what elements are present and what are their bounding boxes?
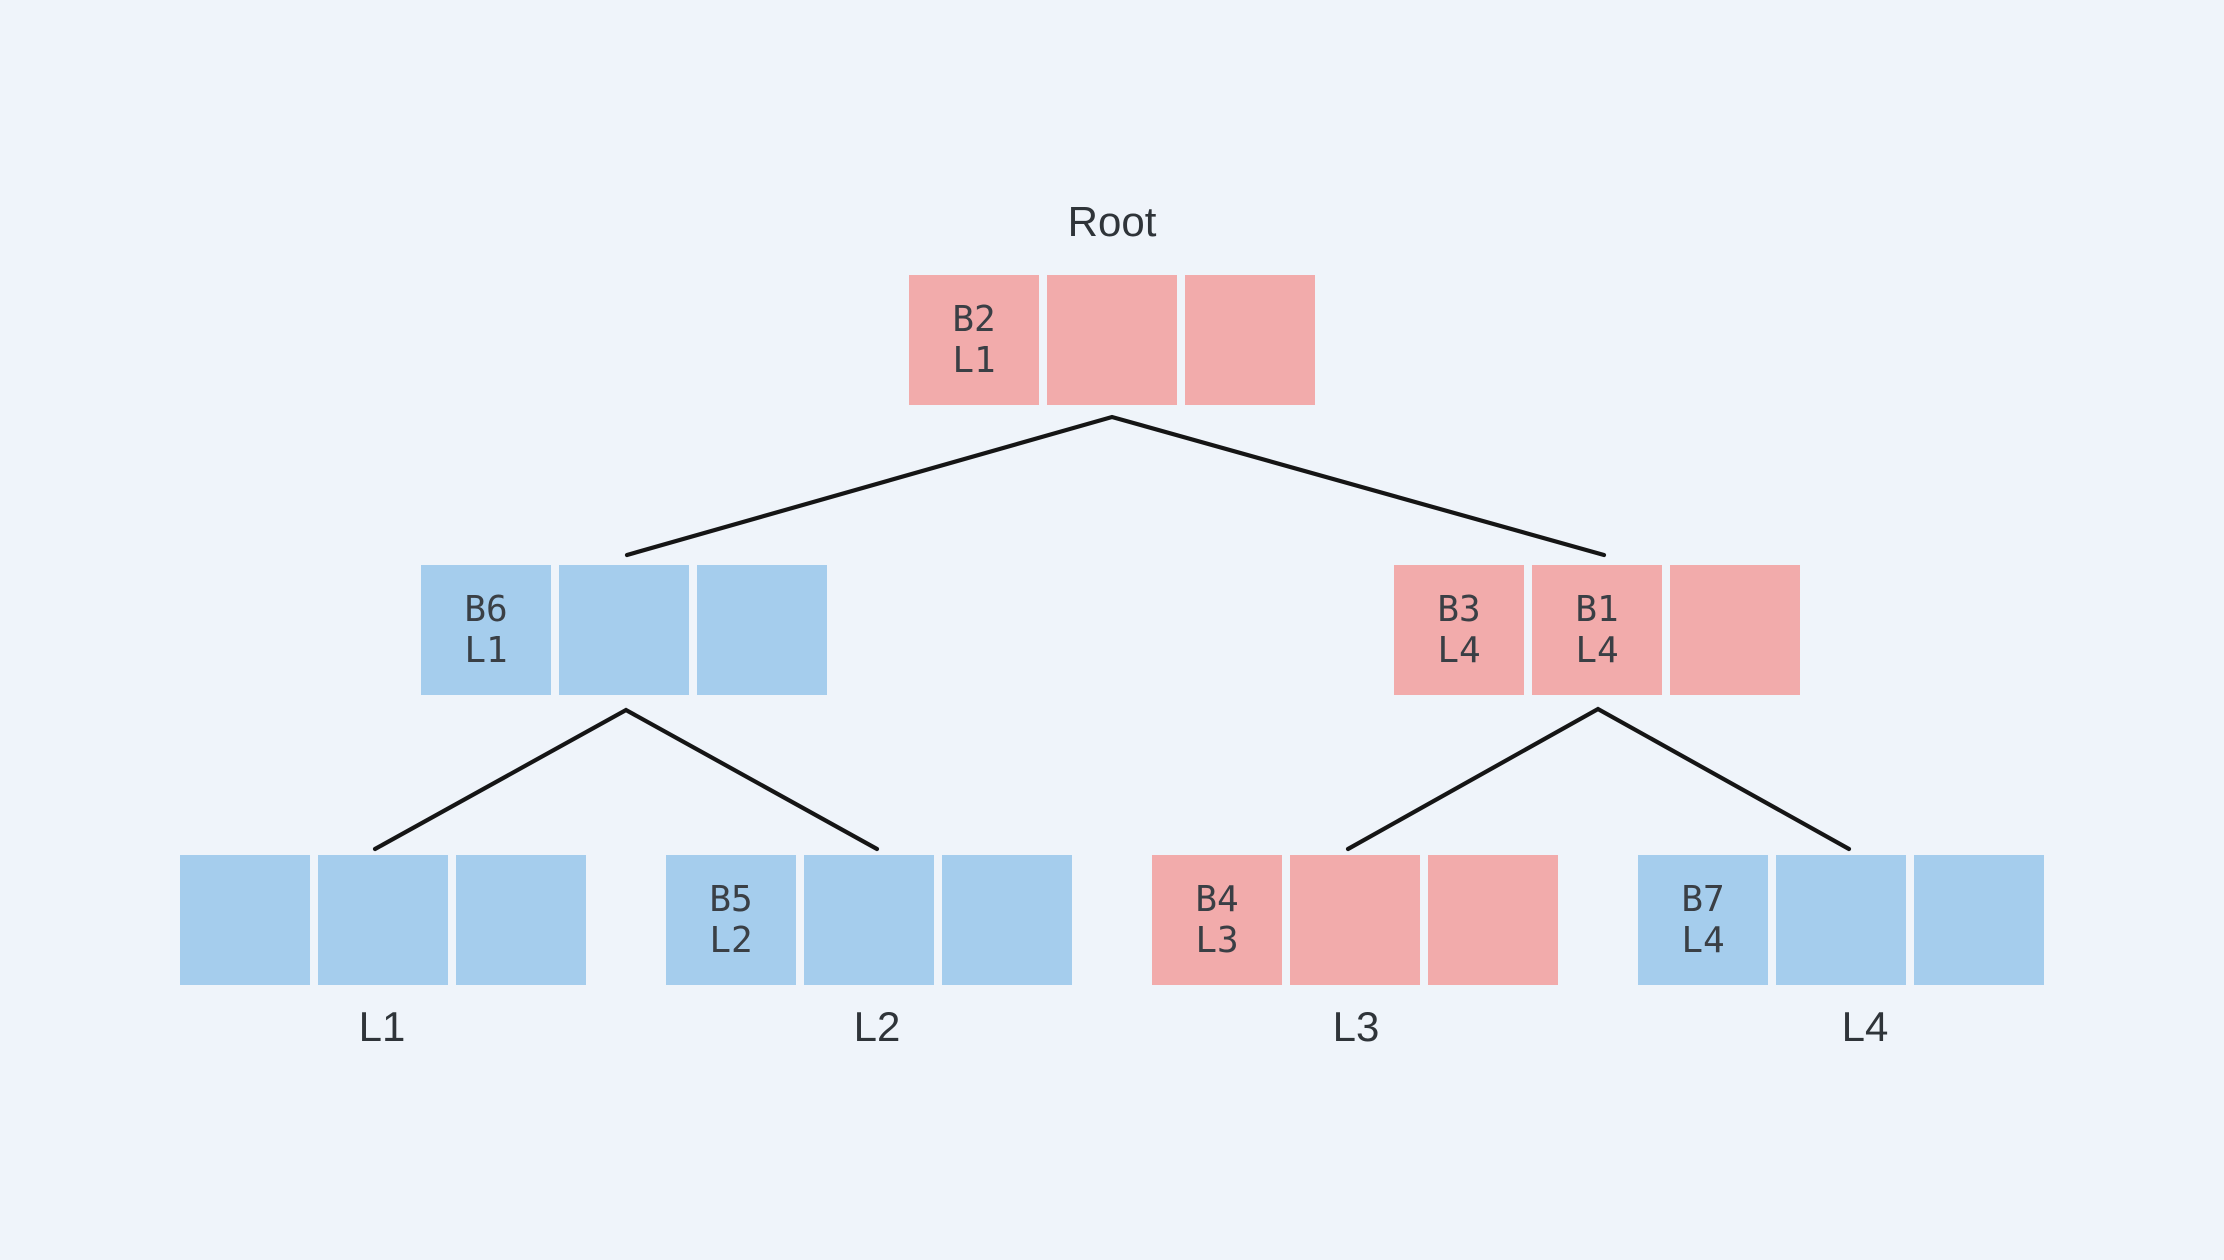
cell-text: B4 — [1195, 879, 1239, 920]
node-root: B2 L1 — [909, 275, 1315, 405]
cell-text: B2 — [952, 299, 996, 340]
node-leaf-1-cell-2 — [318, 855, 448, 985]
node-root-cell-2 — [1047, 275, 1177, 405]
node-internal-left-cell-2 — [559, 565, 689, 695]
node-internal-right-cell-2: B1 L4 — [1532, 565, 1662, 695]
node-leaf-3-cell-3 — [1428, 855, 1558, 985]
node-internal-left-cell-1: B6 L1 — [421, 565, 551, 695]
cell-text: B3 — [1437, 589, 1481, 630]
cell-text: B7 — [1681, 879, 1725, 920]
node-leaf-2-cell-2 — [804, 855, 934, 985]
leaf-1-label: L1 — [358, 1003, 406, 1050]
edge-root-children — [624, 414, 1607, 558]
node-leaf-1-cell-1 — [180, 855, 310, 985]
node-leaf-2: B5 L2 — [666, 855, 1072, 985]
node-leaf-3-cell-1: B4 L3 — [1152, 855, 1282, 985]
cell-text: L4 — [1437, 630, 1481, 671]
leaf-2-label: L2 — [853, 1003, 901, 1050]
cell-text: B5 — [709, 879, 753, 920]
root-label: Root — [1067, 198, 1157, 245]
cell-text: L3 — [1195, 920, 1239, 961]
cell-text: L2 — [709, 920, 753, 961]
node-leaf-4-cell-2 — [1776, 855, 1906, 985]
node-leaf-3: B4 L3 — [1152, 855, 1558, 985]
cell-text: L4 — [1681, 920, 1725, 961]
cell-text: B6 — [464, 589, 508, 630]
cell-text: B1 — [1575, 589, 1619, 630]
node-leaf-4: B7 L4 — [1638, 855, 2044, 985]
edge-internal-left-children — [372, 707, 880, 852]
node-root-cell-3 — [1185, 275, 1315, 405]
cell-text: L1 — [952, 340, 996, 381]
node-leaf-4-cell-3 — [1914, 855, 2044, 985]
node-leaf-1 — [180, 855, 586, 985]
edge-internal-right-children — [1345, 706, 1852, 852]
node-leaf-2-cell-3 — [942, 855, 1072, 985]
node-internal-right-cell-3 — [1670, 565, 1800, 695]
node-internal-right-cell-1: B3 L4 — [1394, 565, 1524, 695]
node-leaf-3-cell-2 — [1290, 855, 1420, 985]
node-leaf-1-cell-3 — [456, 855, 586, 985]
node-root-cell-1: B2 L1 — [909, 275, 1039, 405]
cell-text: L4 — [1575, 630, 1619, 671]
leaf-3-label: L3 — [1332, 1003, 1380, 1050]
node-leaf-2-cell-1: B5 L2 — [666, 855, 796, 985]
node-internal-right: B3 L4 B1 L4 — [1394, 565, 1800, 695]
leaf-4-label: L4 — [1841, 1003, 1889, 1050]
node-leaf-4-cell-1: B7 L4 — [1638, 855, 1768, 985]
cell-text: L1 — [464, 630, 508, 671]
node-internal-left: B6 L1 — [421, 565, 827, 695]
node-internal-left-cell-3 — [697, 565, 827, 695]
